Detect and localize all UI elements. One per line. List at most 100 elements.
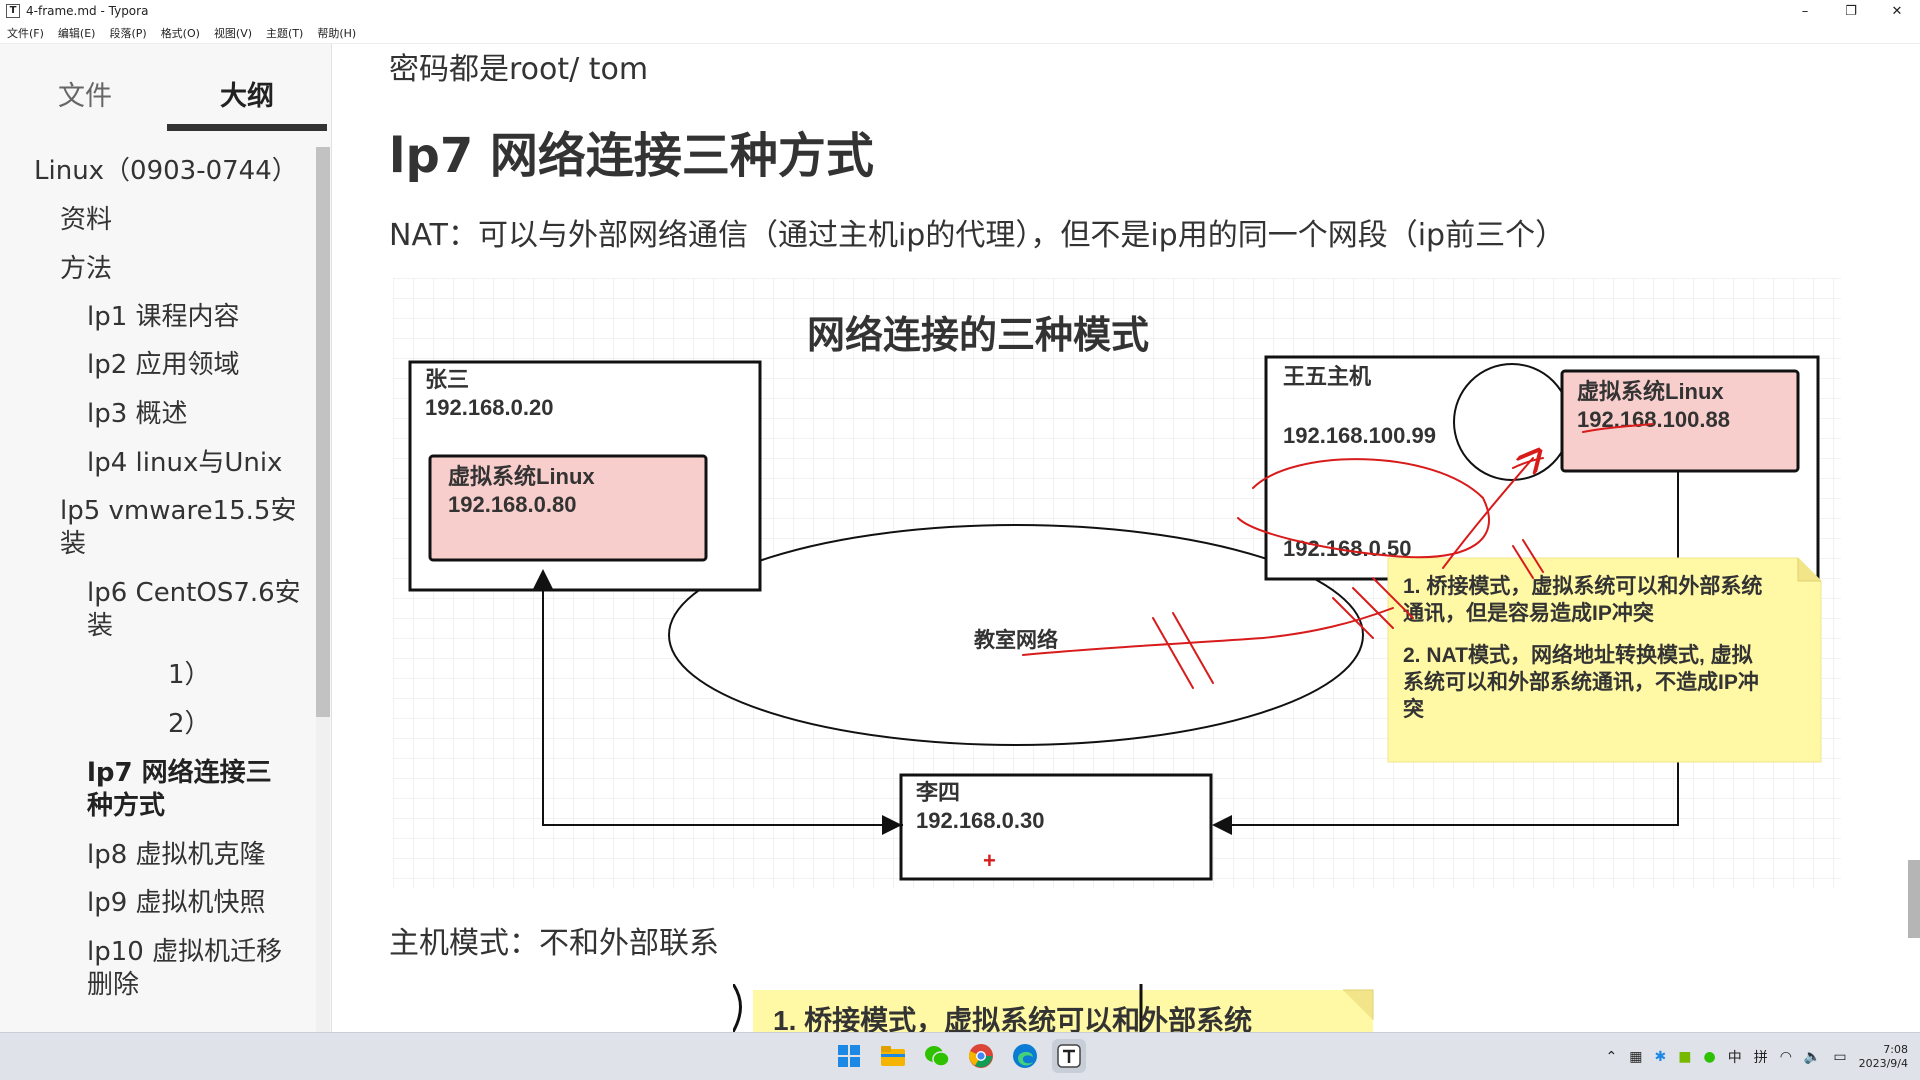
red-cross-3: [1512, 539, 1544, 579]
tray-wechat-icon[interactable]: ●: [1703, 1049, 1716, 1065]
vm1-ip: 192.168.0.80: [448, 492, 576, 517]
diagram2-curve: [733, 984, 742, 1032]
typora-app-icon: T: [6, 4, 20, 18]
note-nat-line2: 系统可以和外部系统通讯，不造成IP冲: [1403, 670, 1759, 694]
outline-item[interactable]: lp3 概述: [87, 399, 188, 429]
outline-item[interactable]: lp6 CentOS7.6安: [87, 578, 301, 608]
wechat-icon[interactable]: [920, 1039, 954, 1073]
outline-item-cont[interactable]: 删除: [87, 970, 140, 1000]
outline-item[interactable]: lp9 虚拟机快照: [87, 888, 266, 918]
wangwu-ip1: 192.168.100.99: [1283, 423, 1436, 448]
outline-item[interactable]: 资料: [60, 205, 113, 235]
red-underline-vm2: [1582, 423, 1654, 433]
editor-scrollbar-thumb[interactable]: [1908, 860, 1920, 938]
edge-icon[interactable]: [1008, 1039, 1042, 1073]
taskbar-apps: [832, 1039, 1086, 1073]
classroom-network-ellipse: [668, 524, 1364, 746]
note-nat-line3: 突: [1403, 697, 1424, 721]
tab-files[interactable]: 文件: [58, 81, 112, 112]
red-mark-small: [1512, 457, 1544, 469]
outline-item[interactable]: lp4 linux与Unix: [87, 448, 283, 478]
menu-file[interactable]: 文件(F): [7, 26, 44, 40]
outline-item[interactable]: lp5 vmware15.5安: [60, 496, 297, 526]
lisi-ip: 192.168.0.30: [916, 808, 1044, 833]
outline-item[interactable]: lp1 课程内容: [87, 302, 240, 332]
vm2-ip: 192.168.100.88: [1577, 407, 1730, 432]
vm1-name: 虚拟系统Linux: [448, 464, 595, 489]
diagram2-note-fold: [1343, 989, 1374, 1020]
volume-icon[interactable]: 🔈: [1803, 1049, 1822, 1065]
outline-item[interactable]: 方法: [60, 254, 113, 284]
wifi-icon[interactable]: ◠: [1779, 1049, 1792, 1065]
menu-help[interactable]: 帮助(H): [317, 26, 357, 40]
outline-item[interactable]: Linux（0903-0744）: [34, 156, 298, 186]
red-cross-2: [1332, 577, 1414, 639]
diagram-2-partial: 1. 桥接模式，虚拟系统可以和外部系统: [733, 984, 1374, 1032]
editor[interactable]: 密码都是root/ tom lp7 网络连接三种方式 NAT：可以与外部网络通信…: [333, 44, 1920, 1032]
menu-theme[interactable]: 主题(T): [266, 26, 304, 40]
sidebar-scrollbar-thumb[interactable]: [316, 147, 330, 717]
sidebar: 文件 大纲 Linux（0903-0744） 资料 方法 lp1 课程内容 lp…: [0, 44, 332, 1032]
menu-paragraph[interactable]: 段落(P): [109, 26, 147, 40]
vm1-box: [428, 454, 708, 562]
paragraph-host-mode[interactable]: 主机模式：不和外部联系: [389, 926, 719, 961]
red-line-link: [1022, 607, 1394, 656]
tray-ime-mode[interactable]: 拼: [1753, 1050, 1768, 1066]
tray-chevron-icon[interactable]: ⌃: [1605, 1049, 1618, 1065]
battery-icon[interactable]: ▭: [1833, 1049, 1847, 1065]
title-bar: T 4-frame.md - Typora – ❐ ✕: [0, 0, 1920, 22]
red-arrow-up: [1442, 458, 1533, 569]
start-icon[interactable]: [832, 1039, 866, 1073]
virtual-switch-circle: [1453, 363, 1571, 481]
window-title: 4-frame.md - Typora: [26, 4, 149, 18]
wangwu-ip2: 192.168.0.50: [1283, 536, 1411, 561]
zhangsan-ip: 192.168.0.20: [425, 395, 553, 420]
system-tray: ⌃ ▦ ✱ ■ ● 中 拼 ◠ 🔈 ▭ 7:08 2023/9/4: [1606, 1033, 1908, 1080]
paragraph-password[interactable]: 密码都是root/ tom: [389, 52, 649, 87]
diagram2-note-text: 1. 桥接模式，虚拟系统可以和外部系统: [773, 1004, 1252, 1032]
lisi-box: [899, 773, 1213, 881]
chrome-icon[interactable]: [964, 1039, 998, 1073]
note-bridge-line2: 通讯，但是容易造成IP冲突: [1403, 601, 1654, 625]
paragraph-nat[interactable]: NAT：可以与外部网络通信（通过主机ip的代理），但不是ip用的同一个网段（ip…: [389, 218, 1566, 253]
outline-item-active-cont[interactable]: 种方式: [87, 791, 166, 821]
vm2-name: 虚拟系统Linux: [1577, 379, 1724, 404]
note-nat-line1: 2. NAT模式，网络地址转换模式, 虚拟: [1403, 643, 1753, 667]
typora-taskbar-icon[interactable]: [1052, 1039, 1086, 1073]
network-modes-diagram: 网络连接的三种模式 教室网络 张三 192.168.0.20 虚拟系统Linux…: [393, 278, 1841, 888]
diagram2-note: [753, 990, 1373, 1032]
menu-format[interactable]: 格式(O): [160, 26, 200, 40]
menu-view[interactable]: 视图(V): [213, 26, 253, 40]
heading-lp7[interactable]: lp7 网络连接三种方式: [389, 128, 874, 184]
outline-item-active[interactable]: lp7 网络连接三: [87, 758, 272, 788]
wangwu-name: 王五主机: [1283, 364, 1371, 389]
outline-item-cont[interactable]: 装: [60, 529, 87, 559]
outline-item[interactable]: lp8 虚拟机克隆: [87, 840, 266, 870]
window-controls: – ❐ ✕: [1782, 0, 1920, 22]
sticky-note-fold: [1797, 558, 1821, 582]
tab-outline[interactable]: 大纲: [220, 81, 274, 112]
outline-item-cont[interactable]: 装: [87, 611, 114, 641]
vm2-box: [1560, 369, 1800, 473]
tray-ime-lang[interactable]: 中: [1727, 1050, 1742, 1066]
taskbar: ⌃ ▦ ✱ ■ ● 中 拼 ◠ 🔈 ▭ 7:08 2023/9/4: [0, 1032, 1920, 1080]
outline-item[interactable]: lp2 应用领域: [87, 350, 240, 380]
menu-bar: 文件(F) 编辑(E) 段落(P) 格式(O) 视图(V) 主题(T) 帮助(H…: [0, 22, 1920, 44]
maximize-icon[interactable]: ❐: [1845, 3, 1857, 19]
outline-item[interactable]: lp10 虚拟机迁移: [87, 937, 283, 967]
outline-item[interactable]: 2）: [168, 709, 211, 739]
sidebar-tabs: 文件 大纲: [0, 44, 331, 134]
diagram-title: 网络连接的三种模式: [807, 314, 1149, 357]
clock[interactable]: 7:08 2023/9/4: [1859, 1043, 1908, 1071]
outline-item[interactable]: 1）: [168, 660, 211, 690]
close-icon[interactable]: ✕: [1891, 3, 1903, 19]
tray-bluetooth-icon[interactable]: ✱: [1654, 1049, 1667, 1065]
zhangsan-name: 张三: [425, 367, 469, 392]
tray-nvidia-icon[interactable]: ■: [1678, 1049, 1692, 1065]
note-bridge-line1: 1. 桥接模式，虚拟系统可以和外部系统: [1403, 574, 1762, 598]
minimize-icon[interactable]: –: [1801, 3, 1809, 19]
menu-edit[interactable]: 编辑(E): [57, 26, 96, 40]
file-explorer-icon[interactable]: [876, 1039, 910, 1073]
tray-app-icon[interactable]: ▦: [1629, 1049, 1643, 1065]
plus-marker: +: [983, 848, 996, 873]
